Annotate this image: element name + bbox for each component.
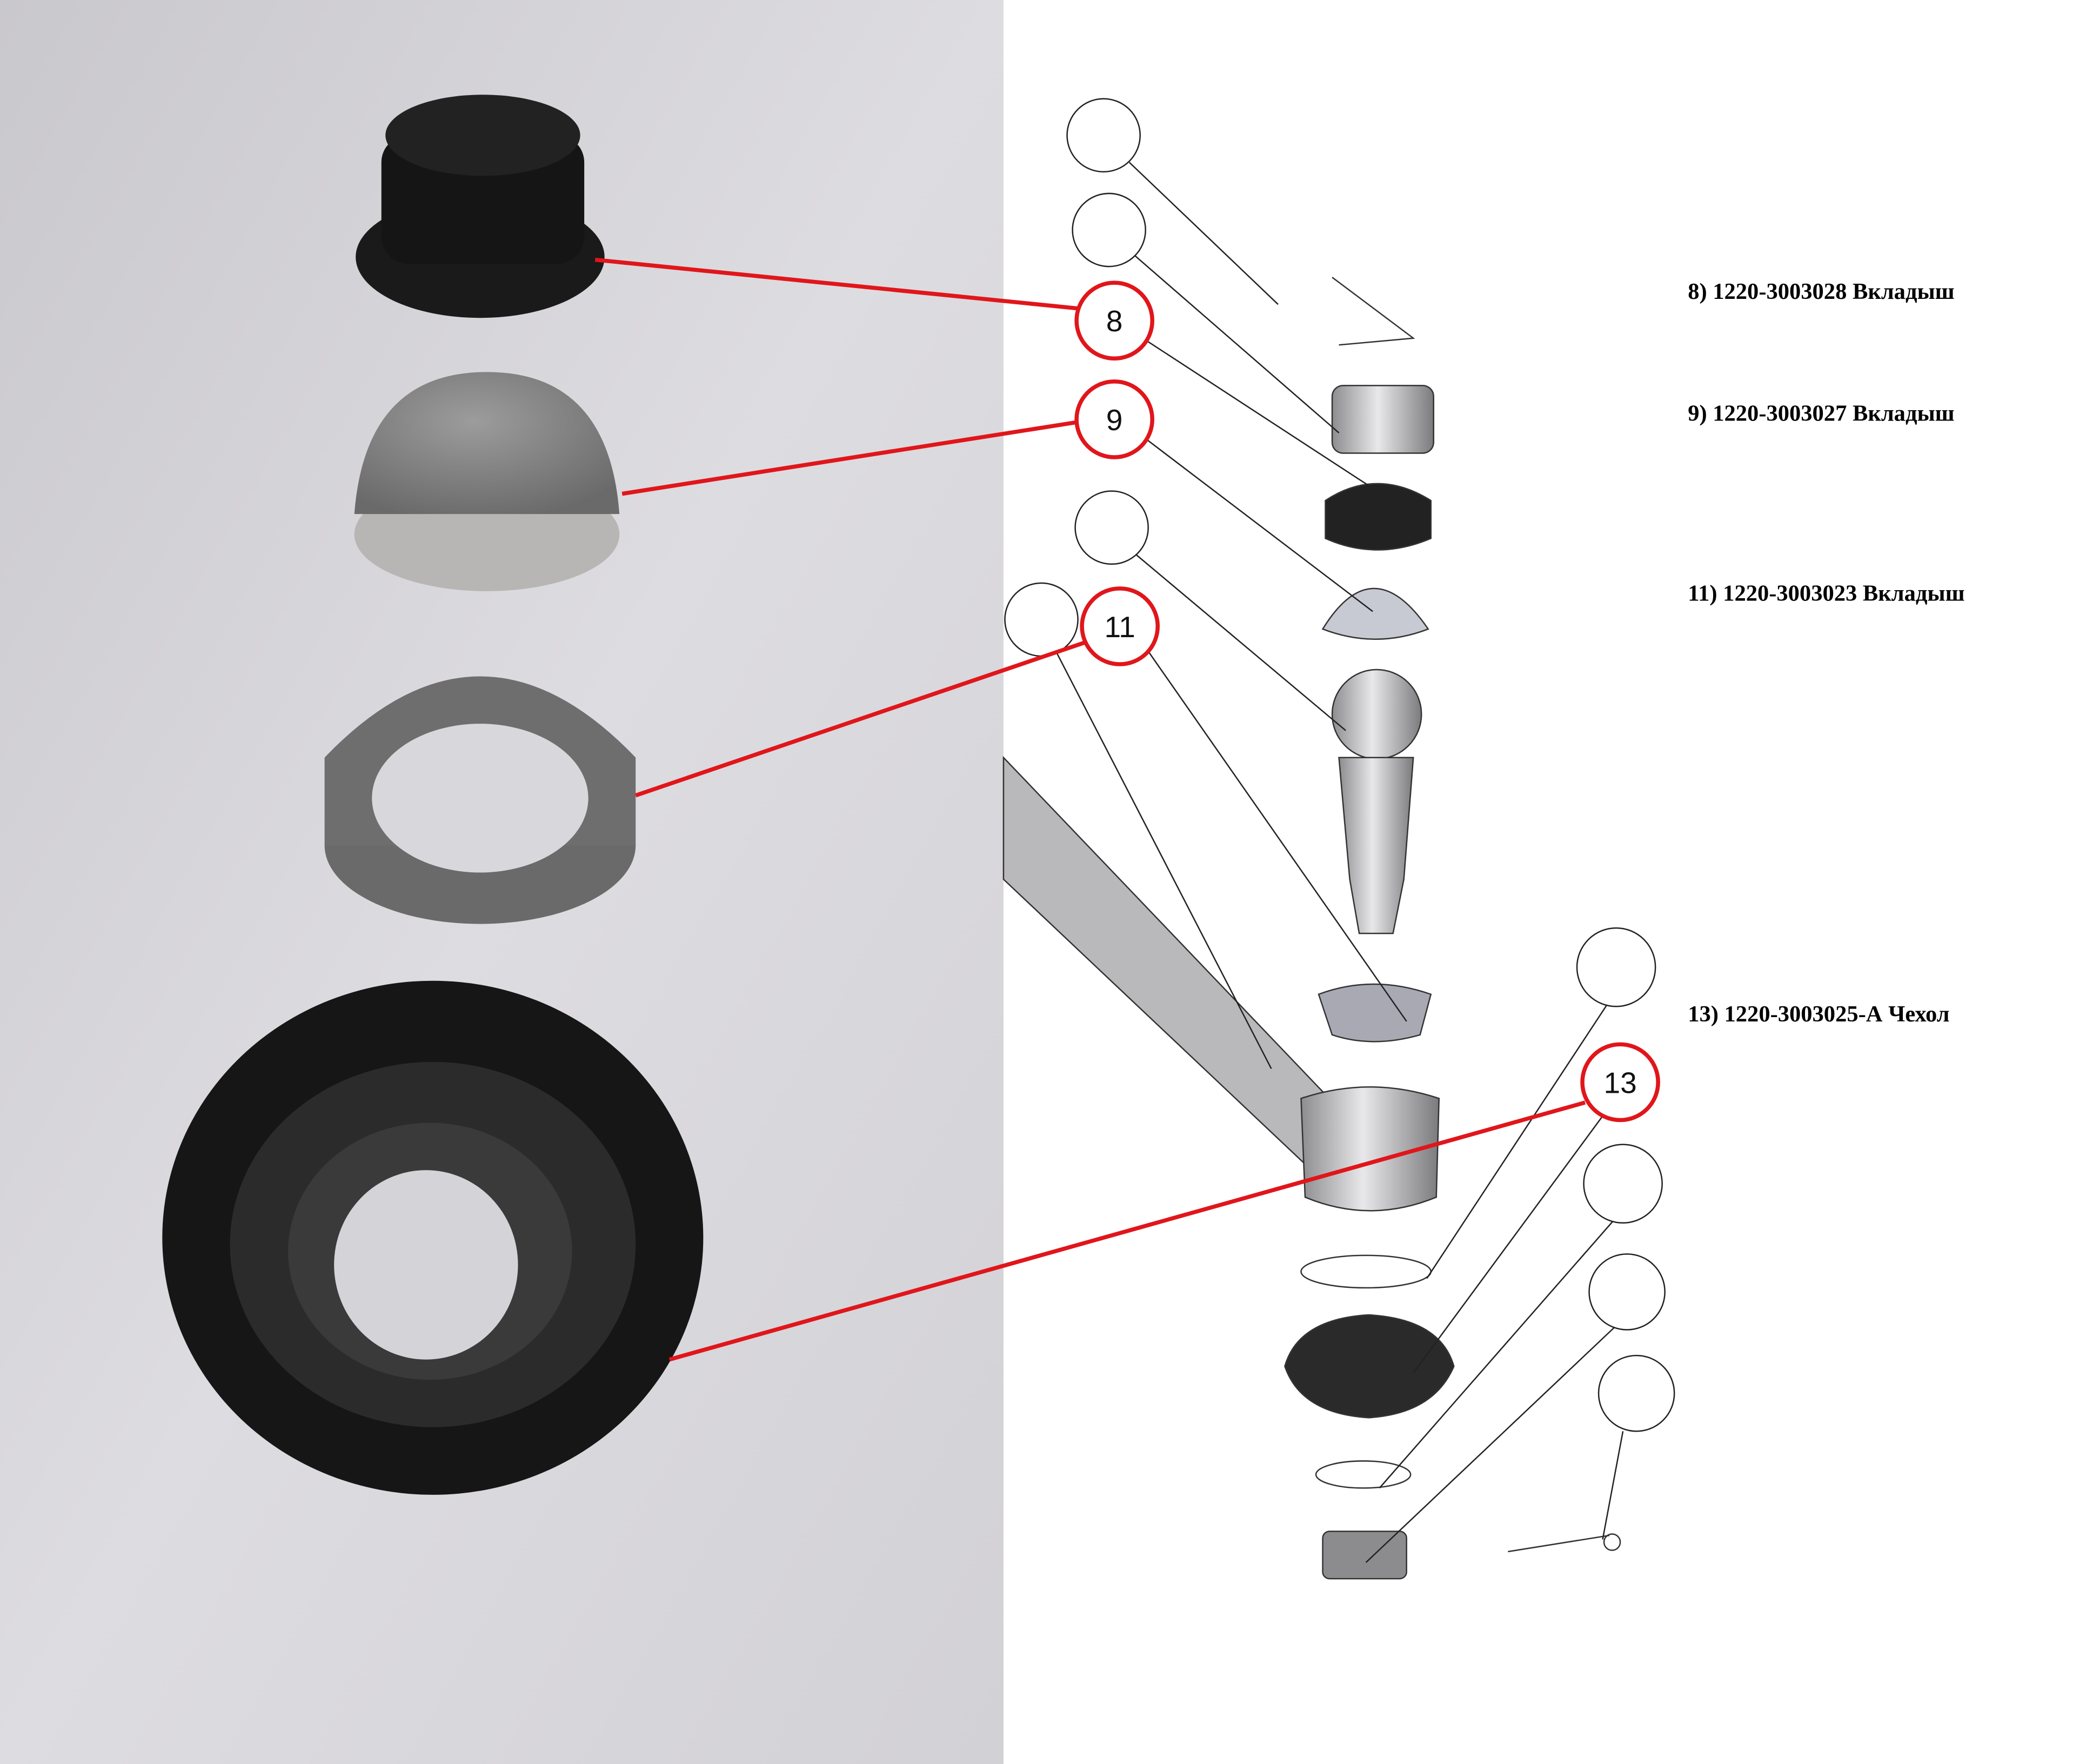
callout-8: 8 — [1074, 280, 1154, 361]
exploded-diagram — [1002, 277, 1621, 1580]
clamp-ring-diagram — [1315, 1460, 1412, 1489]
part-label-13: 13) 1220-3003025-А Чехол — [1688, 1001, 1949, 1027]
ring-diagram — [1300, 1254, 1432, 1289]
svg-text:8: 8 — [1106, 304, 1123, 338]
svg-text:13: 13 — [1603, 1066, 1636, 1099]
parts-list: 8) 1220-3003028 Вкладыш 9) 1220-3003027 … — [1688, 279, 1964, 1027]
insert-11-diagram — [1318, 983, 1432, 1043]
ball-pin-diagram — [1331, 669, 1422, 934]
photo-part-11-gray-ring — [324, 676, 636, 924]
callout-13: 13 — [1580, 1042, 1660, 1122]
svg-text:9: 9 — [1106, 403, 1123, 437]
photo-panel — [0, 0, 1004, 1764]
photo-part-9-gray-dome — [354, 372, 620, 591]
part-label-8: 8) 1220-3003028 Вкладыш — [1688, 279, 1954, 304]
cotter-pin-2-diagram — [1508, 1534, 1610, 1553]
photo-part-13-black-boot — [162, 980, 704, 1495]
part-label-9: 9) 1220-3003027 Вкладыш — [1688, 400, 1954, 426]
callout-9: 9 — [1074, 379, 1154, 459]
tie-rod-diagram — [1002, 756, 1354, 1178]
castle-nut-diagram — [1322, 1531, 1407, 1580]
insert-9-diagram — [1321, 587, 1429, 640]
empty-callouts — [1004, 98, 1675, 1563]
photo-part-8-black-cap — [356, 95, 605, 318]
insert-8-diagram — [1325, 483, 1432, 551]
callout-11: 11 — [1080, 586, 1160, 666]
boot-13-diagram — [1284, 1314, 1455, 1419]
nut-diagram — [1331, 385, 1434, 454]
red-callouts: 8 9 11 13 — [594, 257, 1660, 1374]
cotter-pin-diagram — [1332, 277, 1415, 346]
svg-text:11: 11 — [1105, 610, 1135, 644]
part-label-11: 11) 1220-3003023 Вкладыш — [1688, 580, 1964, 606]
housing-diagram — [1300, 1086, 1440, 1212]
